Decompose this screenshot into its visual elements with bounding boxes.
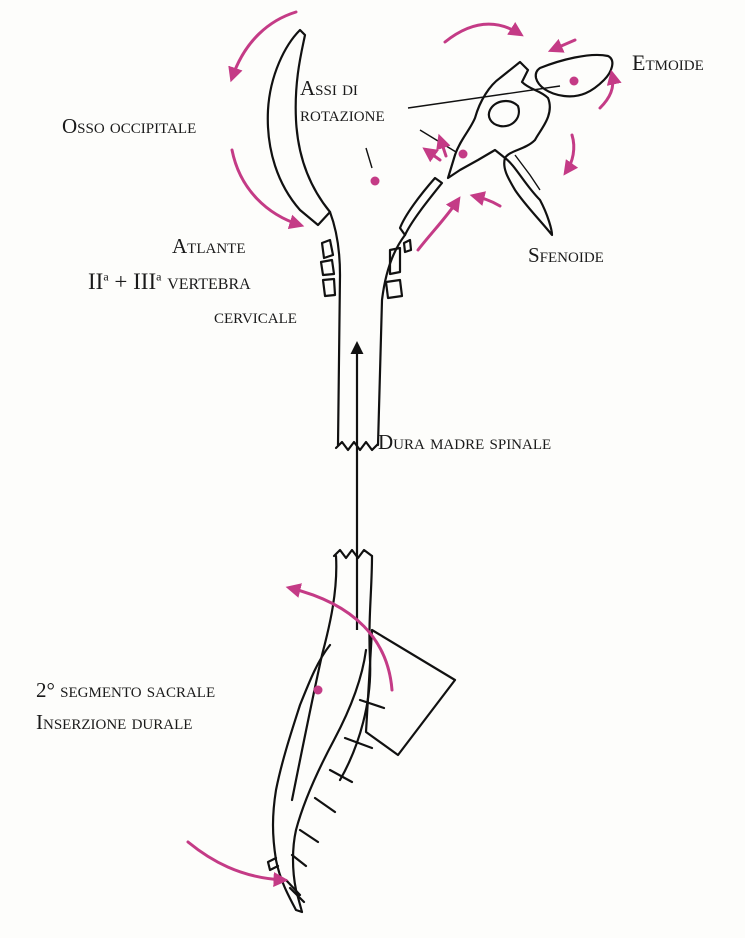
occipital-bone <box>268 30 330 225</box>
label-sfenoide: Sfenoide <box>528 245 604 266</box>
vertebra-plus-iii: + III <box>109 269 156 294</box>
axis-dot-sacral <box>314 686 323 695</box>
sacral-posterior <box>273 645 366 912</box>
rotation-arrow-ethmoid-right <box>600 74 613 108</box>
sphenoid-bone <box>448 62 550 178</box>
label-assi-line2: rotazione <box>300 104 385 125</box>
ethmoid-bone <box>536 55 613 96</box>
label-osso-occipitale: Osso occipitale <box>62 116 196 137</box>
pointer-assi-2 <box>366 148 372 168</box>
pointer-etmoide <box>408 86 560 108</box>
vertebra-left-1 <box>322 240 333 258</box>
rotation-arrow-ethmoid-low <box>566 135 574 172</box>
rotation-arrow-sphenoid-low <box>474 196 500 206</box>
label-inserzione-durale: Inserzione durale <box>36 712 192 733</box>
sacral-segments <box>292 700 384 866</box>
rotation-arrow-sphenoid-up <box>440 138 446 156</box>
sphenoid-wing <box>504 158 552 235</box>
label-etmoide: Etmoide <box>632 52 704 74</box>
axis-dot-occipital <box>371 177 380 186</box>
sphenoid-inner <box>489 101 519 126</box>
vertebra-right-1 <box>404 240 411 252</box>
axis-dot-sphenoid <box>459 150 468 159</box>
vertebra-left-3 <box>323 279 335 296</box>
rotation-arrow-occipital-top <box>232 12 296 78</box>
label-cervicale: cervicale <box>214 306 297 327</box>
rotation-arrow-top <box>445 24 520 42</box>
vertebra-roman-ii: II <box>88 269 103 294</box>
dura-break-lower <box>334 550 372 558</box>
rotation-arrow-sphenoid-small <box>426 150 440 160</box>
vertebra-right-3 <box>386 280 402 298</box>
rotation-arrow-ethmoid-top <box>552 40 575 50</box>
label-dura-madre: Dura madre spinale <box>378 432 551 453</box>
label-atlante: Atlante <box>172 236 245 257</box>
label-vertebra: IIa + IIIa vertebra <box>88 270 251 293</box>
vertebra-left-2 <box>321 260 334 275</box>
label-segmento-sacrale: 2° segmento sacrale <box>36 680 215 701</box>
vertebra-word: vertebra <box>161 269 250 294</box>
axis-dot-ethmoid <box>570 77 579 86</box>
rotation-arrow-occipital-bottom <box>232 150 300 225</box>
dura-tube-upper <box>330 212 405 445</box>
label-assi-line1: Assi di <box>300 78 358 99</box>
rotation-arrow-sacrum <box>290 588 392 690</box>
